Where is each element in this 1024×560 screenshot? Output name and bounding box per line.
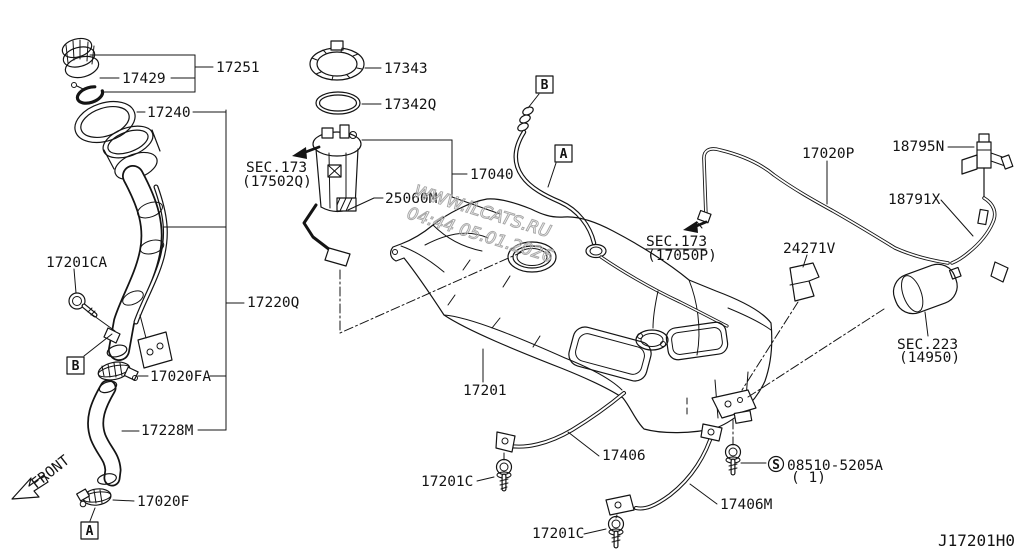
fuel-pump-module-drawing	[302, 124, 384, 267]
label-strap-right[interactable]: 17406M	[720, 497, 773, 513]
caution-plate-drawing	[741, 254, 885, 398]
label-sec-tube-1[interactable]: SEC.173	[646, 234, 707, 250]
marker-a-top-letter: A	[560, 147, 568, 162]
view-marker-b-top	[527, 75, 554, 109]
label-fuel-tank[interactable]: 17201	[463, 383, 507, 399]
label-bolt-strap-right[interactable]: 17201C	[532, 526, 584, 542]
lock-ring-drawing	[309, 40, 382, 81]
strap-left-drawing	[495, 391, 626, 461]
label-clamp-lower[interactable]: 17020F	[137, 494, 189, 510]
label-sec-pump-2[interactable]: (17502Q)	[242, 174, 312, 190]
evap-tube-drawing	[683, 147, 950, 265]
view-marker-a-bottom	[80, 507, 99, 540]
label-strap-left[interactable]: 17406	[602, 448, 646, 464]
fuel-tank-drawing	[390, 198, 773, 434]
label-filler-hose-top[interactable]: 17040	[470, 167, 514, 183]
label-vent-valve[interactable]: 18795N	[892, 139, 944, 155]
bolt-strap-left-drawing	[476, 458, 513, 492]
clamp-17020f-drawing	[76, 488, 135, 508]
label-sec-canister-2[interactable]: (14950)	[899, 350, 960, 366]
front-direction-arrow	[11, 474, 49, 500]
label-bolt-filler[interactable]: 17201CA	[46, 255, 107, 271]
label-screw-part[interactable]: 08510-5205A	[787, 458, 883, 474]
label-gasket[interactable]: 17240	[147, 105, 191, 121]
label-filler-tube-assy[interactable]: 17220Q	[247, 295, 299, 311]
bolt-strap-right-drawing	[583, 515, 625, 549]
label-sec-tube-2[interactable]: (17050P)	[647, 248, 717, 264]
pump-alignment-line	[339, 251, 523, 334]
cap-callout-bracket	[89, 54, 214, 93]
label-clamp-upper[interactable]: 17020FA	[150, 369, 211, 385]
canister-drawing	[892, 263, 962, 337]
marker-b-left-letter: B	[72, 359, 80, 374]
filler-neck-drawing	[102, 125, 227, 369]
filler-gasket-drawing	[74, 100, 227, 144]
label-lock-ring[interactable]: 17343	[384, 61, 428, 77]
label-sec-canister-1[interactable]: SEC.223	[897, 337, 958, 353]
label-hose-lower[interactable]: 17228M	[141, 423, 194, 439]
label-o-ring[interactable]: 17342Q	[384, 97, 436, 113]
label-evap-tube[interactable]: 17020P	[802, 146, 855, 162]
label-filler-cap[interactable]: 17251	[216, 60, 260, 76]
filler-hose-callout-bracket	[361, 139, 501, 215]
filler-cap-drawing	[61, 37, 105, 105]
o-ring-drawing	[315, 91, 382, 115]
marker-b-top-letter: B	[541, 78, 549, 93]
fastener-symbol-s: S	[772, 458, 780, 473]
bolt-17201ca-drawing	[68, 268, 116, 332]
label-bolt-strap-left[interactable]: 17201C	[421, 474, 473, 490]
label-cap-seal[interactable]: 17429	[122, 71, 166, 87]
view-marker-a-top	[547, 144, 573, 188]
clamp-17020fa-drawing	[97, 361, 227, 381]
label-fuel-gauge[interactable]: 25060M	[385, 191, 438, 207]
strap-right-drawing	[605, 423, 723, 519]
view-marker-b-left	[66, 333, 113, 375]
vent-hose-drawing	[940, 196, 1009, 283]
front-label: FRONT	[29, 453, 73, 493]
screw-drawing	[724, 419, 785, 476]
label-vent-hose[interactable]: 18791X	[888, 192, 941, 208]
sec173-pump-arrow	[292, 145, 321, 159]
diagram-code: J17201H0	[938, 531, 1015, 550]
label-screw-qty: ( 1)	[791, 470, 826, 486]
marker-a-bottom-letter: A	[86, 524, 94, 539]
vent-valve-drawing	[947, 133, 1014, 199]
filler-assy-bracket	[197, 109, 245, 431]
label-sec-pump-1[interactable]: SEC.173	[246, 160, 307, 176]
hose-17228m-drawing	[87, 379, 140, 487]
label-caution-plate[interactable]: 24271V	[783, 241, 836, 257]
